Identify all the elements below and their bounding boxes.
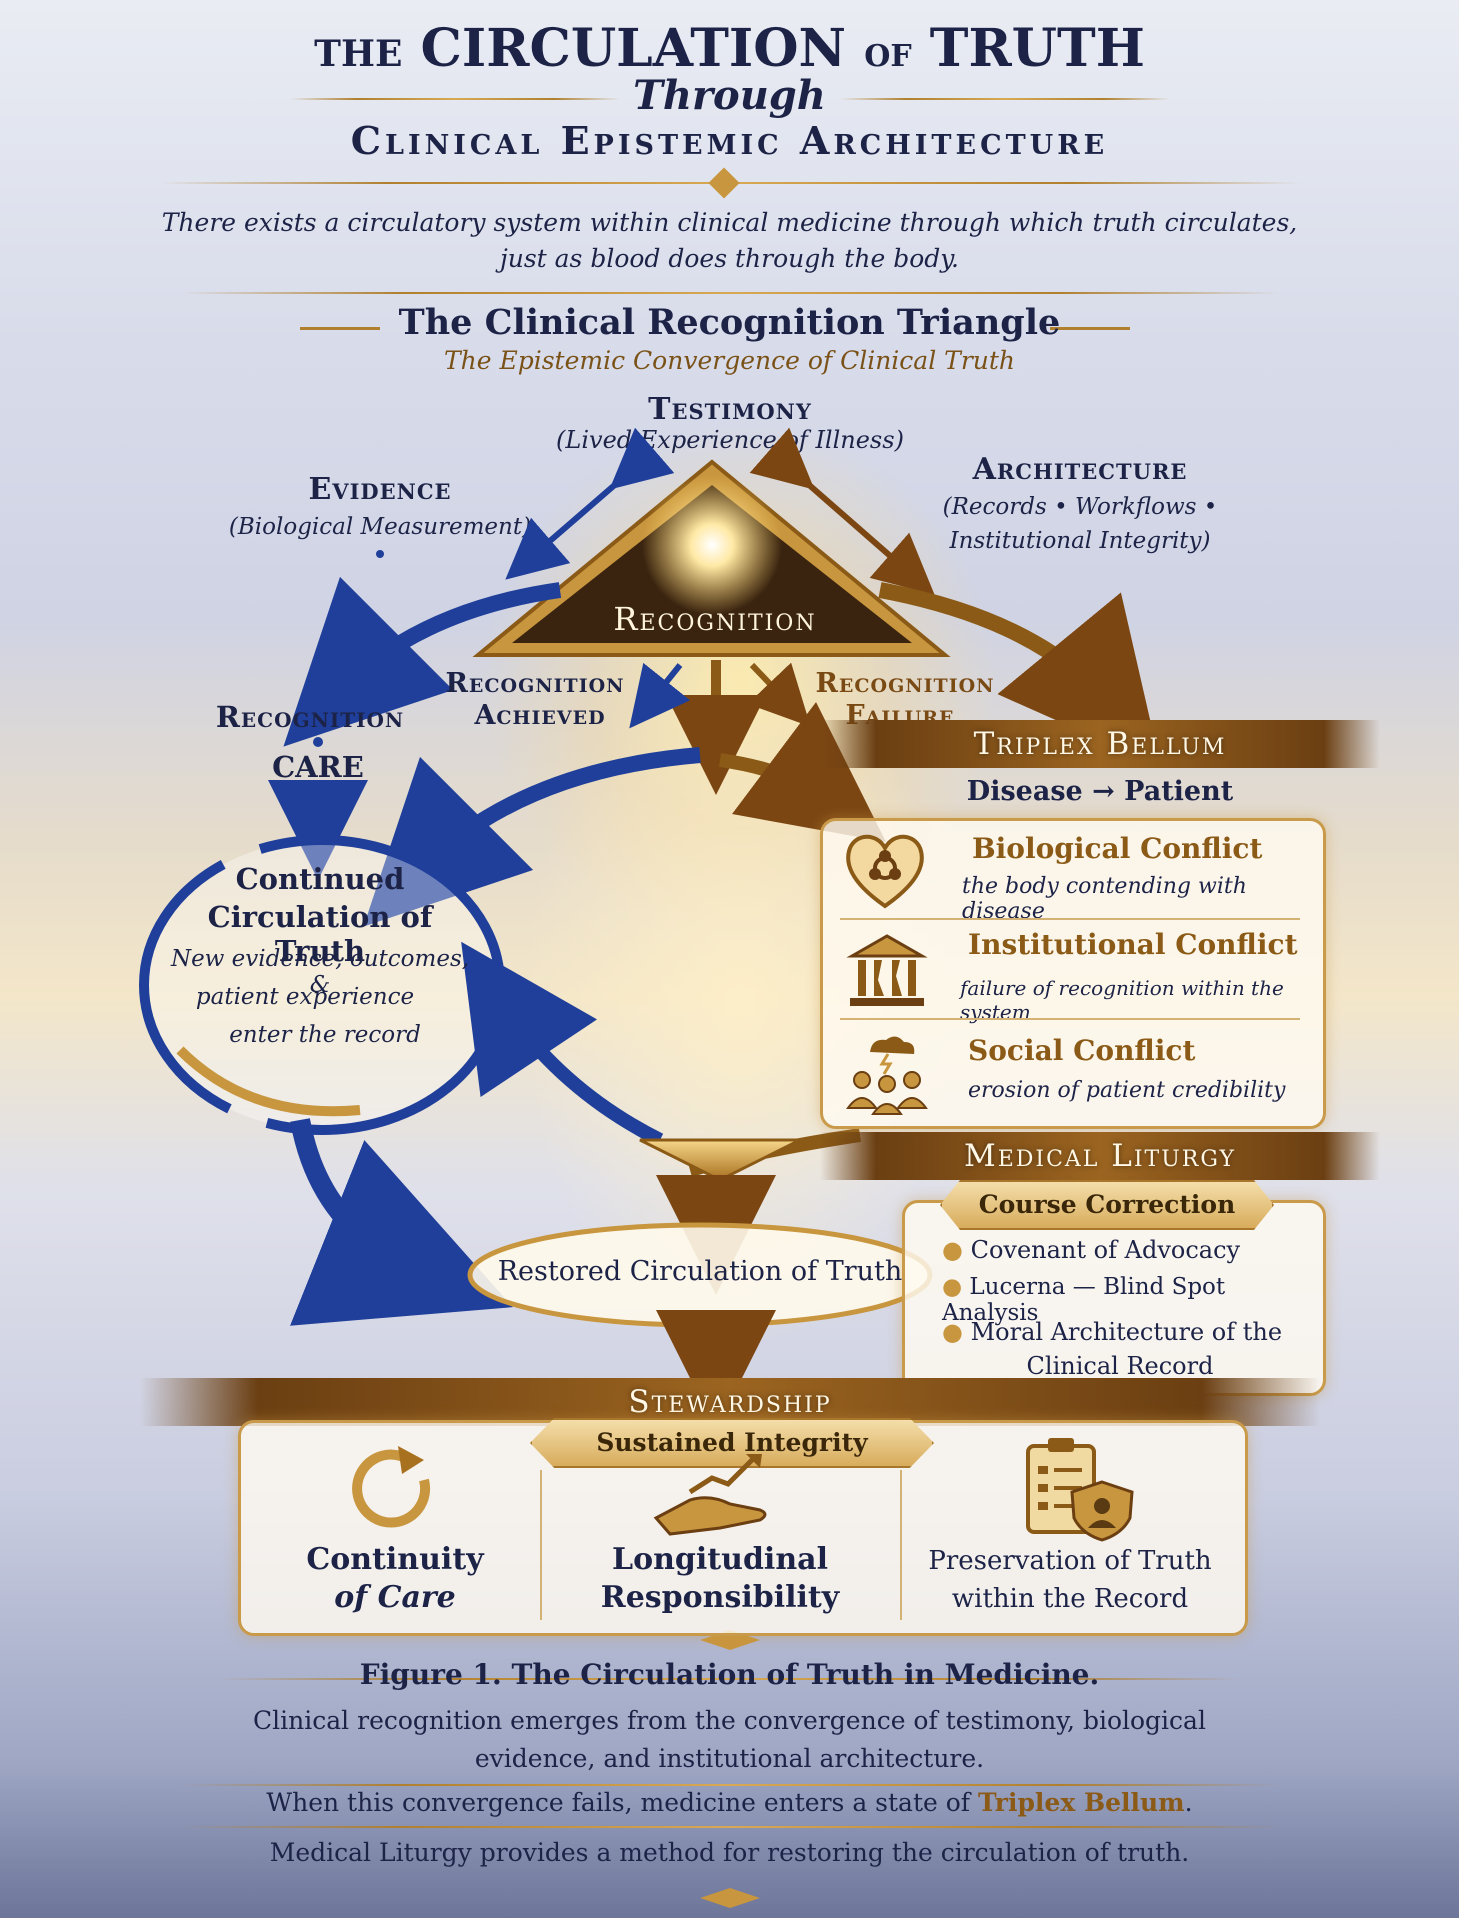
liturgy-item-1: ● Covenant of Advocacy — [942, 1236, 1302, 1264]
triangle-sun — [642, 475, 782, 615]
title-architecture: Clinical Epistemic Architecture — [350, 118, 1109, 163]
arrow-achieved — [629, 662, 691, 729]
heading-arrow-right — [1050, 327, 1130, 330]
cycle-gold-arc — [176, 1046, 361, 1117]
caption-title: Figure 1. The Circulation of Truth in Me… — [359, 1658, 1100, 1691]
cycle-body-1: New evidence, outcomes, & — [170, 946, 470, 998]
liturgy-item-3-line2: Clinical Record — [1026, 1352, 1214, 1380]
intro-line-1: There exists a circulatory system within… — [161, 208, 1298, 237]
arrow-testimony-architecture — [749, 427, 935, 595]
triplex-item-3-title: Social Conflict — [968, 1034, 1196, 1067]
arrow-center-to-cycle — [363, 747, 701, 927]
cycle-title-1: Continued — [235, 862, 405, 896]
bullet-dot-icon: ● — [942, 1274, 963, 1300]
heading-arrow-left — [300, 327, 380, 330]
title-rule-right — [840, 98, 1170, 100]
caption-line-3: When this convergence fails, medicine en… — [0, 1788, 1459, 1817]
liturgy-item-3-text: Moral Architecture of the — [970, 1318, 1283, 1346]
caption-line-4: Medical Liturgy provides a method for re… — [269, 1838, 1190, 1867]
triplex-item-1-title: Biological Conflict — [972, 832, 1263, 865]
triangle-subheading: The Epistemic Convergence of Clinical Tr… — [443, 346, 1016, 375]
title-truth: TRUTH — [929, 18, 1145, 79]
cycle-body-2: patient experience — [195, 984, 415, 1010]
title-the: THE — [314, 33, 403, 75]
care-dot — [313, 737, 323, 747]
caption-rule-mid — [180, 1784, 1280, 1786]
stewardship-divider-1 — [540, 1470, 542, 1620]
arrow-architecture-to-triplex — [878, 582, 1161, 767]
caption-line-1: Clinical recognition emerges from the co… — [253, 1706, 1206, 1735]
triplex-subtitle: Disease → Patient — [966, 776, 1234, 807]
stewardship-pill: Sustained Integrity — [530, 1418, 934, 1468]
evidence-sub: (Biological Measurement) — [228, 514, 532, 540]
caption-line-3-pre: When this convergence fails, medicine en… — [266, 1788, 978, 1817]
recognition-failure-1: Recognition — [815, 668, 995, 699]
arrow-cycle-to-restored — [289, 1118, 513, 1326]
intro-divider — [180, 292, 1280, 294]
stewardship-card-3-line1: Preservation of Truth — [928, 1546, 1212, 1576]
triplex-item-3-desc: erosion of patient credibility — [968, 1078, 1286, 1103]
testimony-title: Testimony — [648, 392, 812, 427]
liturgy-banner: Medical Liturgy — [820, 1132, 1380, 1180]
restored-label: Restored Circulation of Truth — [497, 1256, 903, 1287]
triangle-heading: The Clinical Recognition Triangle — [398, 302, 1061, 343]
arrow-restored-to-cycle — [461, 941, 664, 1147]
recognition-achieved-2: Achieved — [474, 700, 606, 731]
triplex-divider-2 — [840, 1018, 1300, 1020]
recognition-left-label: Recognition — [215, 700, 405, 734]
title-circulation: CIRCULATION — [420, 18, 847, 79]
triplex-banner: Triplex Bellum — [820, 720, 1380, 768]
title-through: Through — [633, 72, 826, 119]
arrow-testimony-evidence — [505, 427, 675, 580]
architecture-title: Architecture — [972, 452, 1188, 487]
bullet-dot-icon: ● — [942, 1318, 963, 1346]
broken-institution-icon — [846, 930, 928, 1014]
architecture-sub-1: (Records • Workflows • — [942, 494, 1218, 520]
bullet-dot-icon: ● — [942, 1236, 963, 1264]
caption-rule-top — [220, 1678, 1240, 1680]
cycle-body-3: enter the record — [229, 1022, 421, 1048]
caption-line-3-em: Triplex Bellum — [978, 1788, 1185, 1817]
stewardship-card-1-line1: Continuity — [306, 1542, 484, 1577]
stewardship-card-2-line1: Longitudinal — [612, 1542, 828, 1577]
stewardship-card-3-line2: within the Record — [951, 1584, 1189, 1614]
evidence-title: Evidence — [308, 472, 452, 507]
stewardship-divider-2 — [900, 1470, 902, 1620]
triplex-item-2-desc: failure of recognition within the system — [960, 976, 1284, 1024]
title-of: OF — [864, 39, 912, 74]
biohazard-heart-icon — [842, 828, 928, 914]
people-storm-icon — [842, 1032, 932, 1120]
hand-growth-icon — [650, 1448, 780, 1542]
caption-line-2: evidence, and institutional architecture… — [474, 1744, 985, 1773]
care-label: CARE — [272, 750, 364, 784]
recognition-center-label: Recognition — [613, 600, 817, 638]
convergence-chevron — [639, 1138, 801, 1182]
clipboard-shield-icon — [1012, 1432, 1142, 1546]
liturgy-item-1-text: Covenant of Advocacy — [970, 1236, 1241, 1264]
liturgy-pill: Course Correction — [940, 1180, 1274, 1230]
caption-ornament — [700, 1888, 760, 1908]
circular-arrow-icon — [344, 1440, 440, 1540]
caption-line-3-post: . — [1184, 1788, 1193, 1817]
intro-line-2: just as blood does through the body. — [499, 244, 960, 273]
triplex-item-2-title: Institutional Conflict — [968, 928, 1298, 961]
architecture-sub-2: Institutional Integrity) — [949, 528, 1211, 554]
stewardship-card-2-line2: Responsibility — [600, 1580, 840, 1615]
stewardship-card-1-line2: of Care — [334, 1580, 456, 1615]
liturgy-item-2: ● Lucerna — Blind Spot Analysis — [942, 1274, 1322, 1326]
title-rule-left — [290, 98, 620, 100]
evidence-dot — [376, 550, 384, 558]
cycle-title-2: Circulation of Truth — [207, 900, 433, 968]
liturgy-item-2-text: Lucerna — Blind Spot Analysis — [942, 1274, 1226, 1326]
arrow-center-to-triplex — [719, 702, 887, 842]
arrow-evidence-to-recognition — [283, 576, 562, 747]
recognition-achieved-1: Recognition — [445, 668, 625, 699]
title-line: THE CIRCULATION OF TRUTH — [0, 18, 1459, 79]
arrow-failure — [747, 662, 811, 727]
liturgy-item-3: ● Moral Architecture of the — [942, 1318, 1302, 1346]
triplex-divider-1 — [840, 918, 1300, 920]
triplex-item-1-desc: the body contending with disease — [962, 874, 1247, 924]
caption-rule-low — [180, 1826, 1280, 1828]
